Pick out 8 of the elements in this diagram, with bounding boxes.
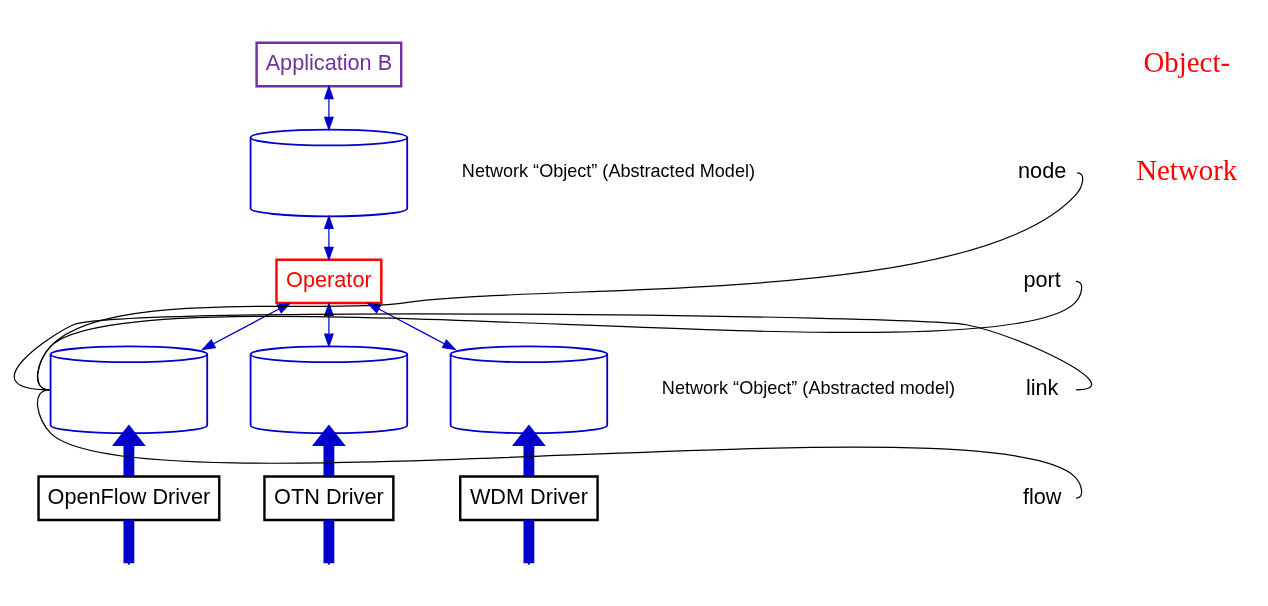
node-text: flow xyxy=(1022,483,1062,509)
node-label: Network “Object” (Abstracted model) xyxy=(661,377,955,398)
label: Object- xyxy=(1143,45,1231,78)
label: Network xyxy=(1136,153,1238,186)
node-label: Network “Object” (Abstracted Model) xyxy=(461,160,755,181)
node-text: port xyxy=(1023,266,1061,292)
node-text: node xyxy=(1018,157,1067,183)
node-text: link xyxy=(1025,374,1059,400)
